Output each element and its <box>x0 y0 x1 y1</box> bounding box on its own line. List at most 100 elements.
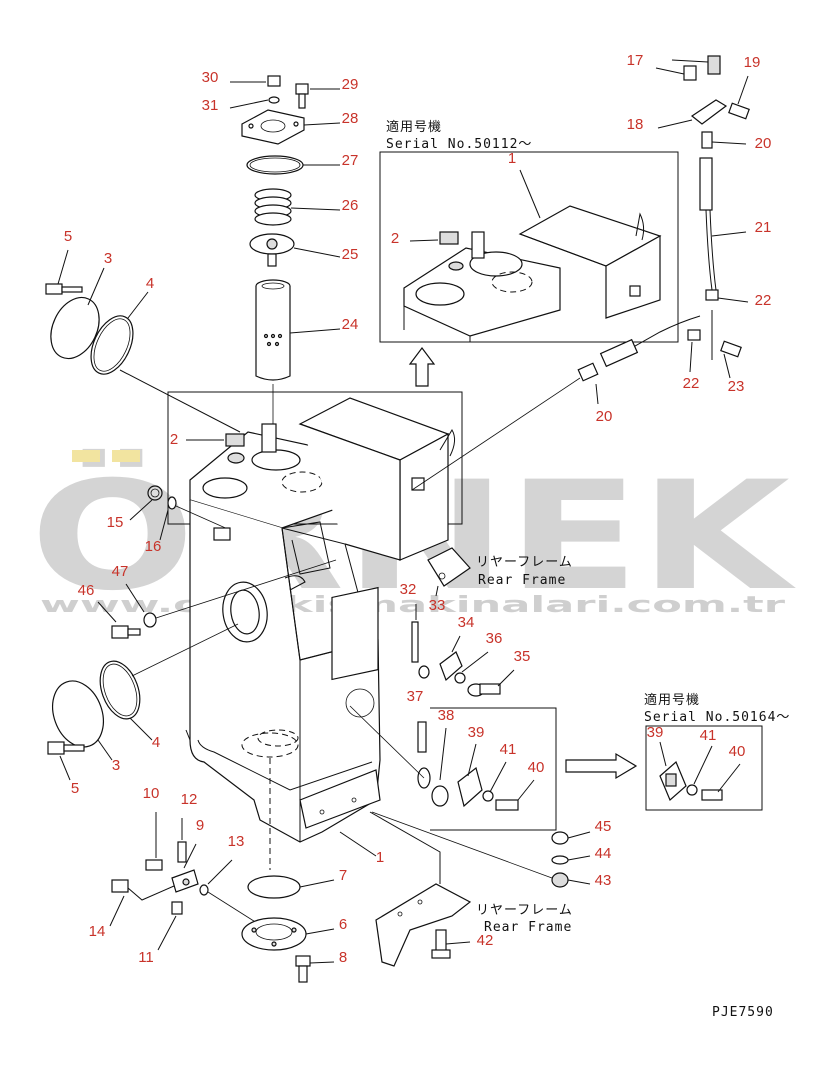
callout-32: 32 <box>400 581 417 598</box>
cap-2-inset <box>439 231 459 245</box>
rear-frame-upper: リヤーフレーム Rear Frame <box>427 547 572 597</box>
callout-18: 18 <box>627 116 644 133</box>
callout-35: 35 <box>514 648 531 665</box>
inset-serial-50164: 適用号機 Serial No.50164～ <box>644 692 790 811</box>
washer-31 <box>268 96 280 104</box>
callout-28: 28 <box>342 110 359 127</box>
callout-40: 40 <box>528 759 545 776</box>
applicable-label-2: 適用号機 <box>644 692 700 708</box>
block-18 <box>690 99 728 125</box>
callout-38: 38 <box>438 707 455 724</box>
callout-14: 14 <box>89 923 106 940</box>
rear-frame-en-2: Rear Frame <box>484 920 572 935</box>
plug-30 <box>267 75 281 87</box>
bolt-19 <box>728 102 750 120</box>
hydraulic-tank <box>97 391 463 843</box>
clamp-22 <box>705 289 719 301</box>
callout-29: 29 <box>342 76 359 93</box>
hose-21 <box>699 157 713 211</box>
drain-assembly <box>109 812 269 951</box>
callout-19: 19 <box>744 54 761 71</box>
applicable-label-1: 適用号機 <box>386 119 442 135</box>
gasket-4 <box>90 315 134 375</box>
bolt-5 <box>45 283 63 295</box>
callout-20: 20 <box>755 135 772 152</box>
cover-assembly-lower <box>47 623 239 781</box>
callout-2: 2 <box>391 230 399 247</box>
callout-31: 31 <box>202 97 219 114</box>
nut-45 <box>551 831 569 845</box>
callout-39: 39 <box>468 724 485 741</box>
callout-26: 26 <box>342 197 359 214</box>
filter-element-24 <box>255 279 291 381</box>
cap-2 <box>225 433 245 447</box>
callout-33: 33 <box>429 597 446 614</box>
watermark-accent <box>112 450 140 462</box>
view-arrow-right <box>565 752 638 780</box>
serial-label-2: Serial No.50164～ <box>644 710 790 725</box>
callout-11: 11 <box>138 949 154 966</box>
inset-serial-50112: 適用号機 Serial No.50112～ <box>379 119 679 343</box>
bushing-47 <box>143 612 157 628</box>
callout-9: 9 <box>196 817 204 834</box>
washer-44 <box>551 855 569 865</box>
callout-4: 4 <box>146 275 154 292</box>
rear-frame-en-1: Rear Frame <box>478 573 566 588</box>
callout-10: 10 <box>143 785 160 802</box>
washer-16 <box>167 496 177 510</box>
callout-44: 44 <box>595 845 612 862</box>
bottom-cover <box>241 758 335 983</box>
callout-2: 2 <box>170 431 178 448</box>
callout-8: 8 <box>339 949 347 966</box>
rear-frame-lower: リヤーフレーム Rear Frame <box>369 811 573 967</box>
callout-39: 39 <box>647 724 664 741</box>
fastener-group <box>349 604 591 888</box>
callout-21: 21 <box>755 219 772 236</box>
bolt-46 <box>111 625 129 639</box>
plug-15 <box>147 485 163 501</box>
callout-41: 41 <box>700 727 717 744</box>
callout-4: 4 <box>152 734 160 751</box>
callout-24: 24 <box>342 316 359 333</box>
callout-36: 36 <box>486 630 503 647</box>
callout-41: 41 <box>500 741 517 758</box>
callout-25: 25 <box>342 246 359 263</box>
o-ring-27 <box>246 155 304 175</box>
watermark-accent <box>72 450 100 462</box>
bolt-23 <box>720 340 742 358</box>
callout-6: 6 <box>339 916 347 933</box>
callout-7: 7 <box>339 867 347 884</box>
callout-1: 1 <box>376 849 384 866</box>
bolt-29 <box>295 83 309 95</box>
callout-45: 45 <box>595 818 612 835</box>
spring-26 <box>254 188 292 226</box>
spacer-43 <box>551 872 569 888</box>
callout-12: 12 <box>181 791 198 808</box>
callout-5: 5 <box>71 780 79 797</box>
callout-47: 47 <box>112 563 129 580</box>
serial-label-1: Serial No.50112～ <box>386 137 532 152</box>
callout-46: 46 <box>78 582 95 599</box>
callout-30: 30 <box>202 69 219 86</box>
callout-5: 5 <box>64 228 72 245</box>
callout-16: 16 <box>145 538 162 555</box>
filter-stack <box>229 75 341 430</box>
cover-28 <box>241 109 305 145</box>
view-arrow-up <box>408 347 436 387</box>
callout-40: 40 <box>729 743 746 760</box>
callout-22: 22 <box>755 292 772 309</box>
adapter-20 <box>701 131 713 149</box>
callout-13: 13 <box>228 833 245 850</box>
callout-34: 34 <box>458 614 475 631</box>
rear-frame-jp-2: リヤーフレーム <box>476 903 573 918</box>
callout-42: 42 <box>477 932 494 949</box>
adapter-20-lower <box>577 362 599 382</box>
drawing-code: PJE7590 <box>712 1005 774 1020</box>
cover-assembly-upper <box>45 249 241 433</box>
hose-assembly <box>411 55 750 491</box>
cover-plate-3 <box>50 296 100 360</box>
callout-27: 27 <box>342 152 359 169</box>
